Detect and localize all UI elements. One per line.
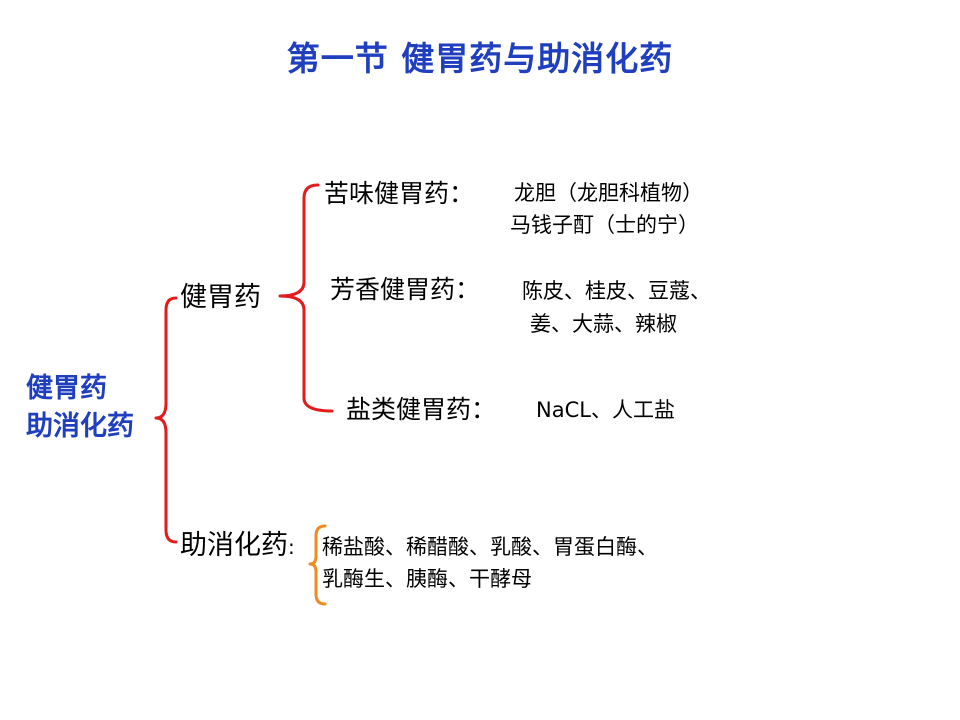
item-aromatic-detail-2: 姜、大蒜、辣椒: [530, 312, 677, 336]
page-title: 第一节 健胃药与助消化药: [286, 39, 674, 78]
digestive-brace: [308, 524, 327, 606]
item-aromatic-label: 芳香健胃药：: [330, 275, 481, 304]
digestive-detail-1: 稀盐酸、稀醋酸、乳酸、胃蛋白酶、: [322, 535, 658, 559]
item-bitter-label: 苦味健胃药：: [324, 179, 475, 208]
item-bitter-detail-2: 马钱子酊（士的宁）: [510, 213, 699, 237]
branch-digestive-label: 助消化药:: [180, 530, 295, 561]
root-label-line2: 助消化药: [26, 411, 134, 442]
item-bitter-detail-1: 龙胆（龙胆科植物）: [514, 181, 703, 205]
root-label-line1: 健胃药: [26, 373, 107, 404]
digestive-detail-2: 乳酶生、胰酶、干酵母: [322, 567, 532, 591]
item-saline-label: 盐类健胃药：: [346, 395, 497, 424]
root-node: 健胃药 助消化药: [26, 370, 166, 446]
item-aromatic-detail-1: 陈皮、桂皮、豆蔻、: [522, 279, 711, 303]
main-brace: [154, 296, 178, 544]
item-saline-detail-1: NaCL、人工盐: [536, 398, 675, 422]
sub-brace: [278, 183, 334, 413]
branch-stomachic-label: 健胃药: [180, 282, 261, 313]
